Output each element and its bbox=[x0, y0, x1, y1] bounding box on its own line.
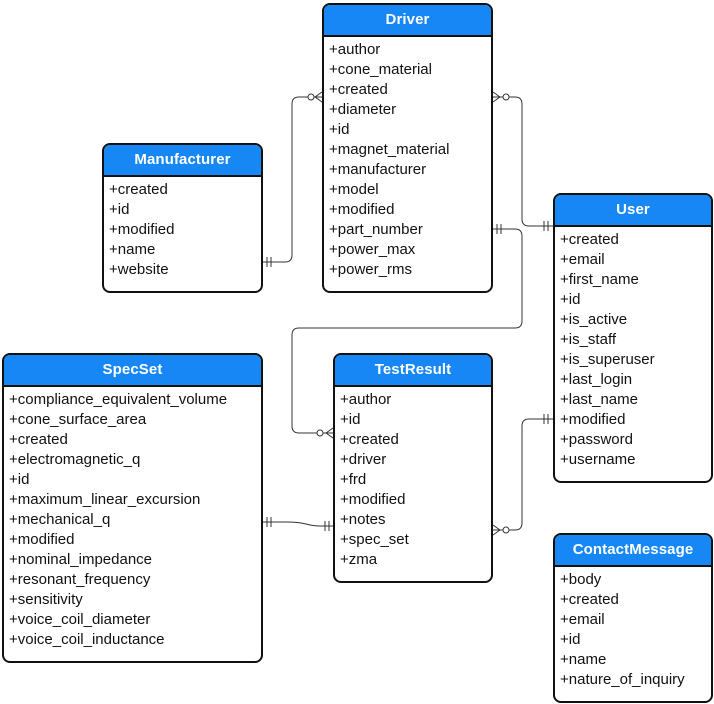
entity-specset[interactable]: SpecSet +compliance_equivalent_volume +c… bbox=[2, 353, 263, 663]
attribute: +is_superuser bbox=[560, 351, 655, 368]
attribute: +first_name bbox=[560, 271, 639, 288]
connector-user-testresult bbox=[492, 414, 553, 536]
connector-driver-testresult bbox=[291, 224, 523, 439]
attribute: +cone_material bbox=[329, 61, 432, 78]
connector-specset-testresult bbox=[263, 517, 333, 531]
attribute: +is_staff bbox=[560, 331, 617, 348]
attribute: +id bbox=[109, 201, 130, 218]
attribute: +created bbox=[340, 431, 399, 448]
attribute: +created bbox=[560, 231, 619, 248]
attribute-list: +author +id +created +driver +frd +modif… bbox=[335, 387, 491, 570]
entity-driver[interactable]: Driver +author +cone_material +created +… bbox=[322, 3, 493, 293]
attribute: +password bbox=[560, 431, 633, 448]
attribute: +modified bbox=[9, 531, 75, 548]
attribute-list: +created +email +first_name +id +is_acti… bbox=[555, 227, 711, 470]
attribute: +zma bbox=[340, 551, 378, 568]
entity-title: User bbox=[555, 195, 711, 227]
attribute: +id bbox=[340, 411, 361, 428]
attribute: +last_name bbox=[560, 391, 638, 408]
attribute: +id bbox=[560, 631, 581, 648]
attribute: +magnet_material bbox=[329, 141, 450, 158]
attribute: +compliance_equivalent_volume bbox=[9, 391, 228, 408]
connector-user-driver bbox=[492, 91, 553, 231]
attribute: +body bbox=[560, 571, 602, 588]
attribute: +name bbox=[560, 651, 607, 668]
attribute: +author bbox=[340, 391, 392, 408]
attribute-list: +created +id +modified +name +website bbox=[104, 177, 261, 280]
entity-testresult[interactable]: TestResult +author +id +created +driver … bbox=[333, 353, 493, 583]
attribute: +created bbox=[560, 591, 619, 608]
entity-manufacturer[interactable]: Manufacturer +created +id +modified +nam… bbox=[102, 143, 263, 293]
attribute: +modified bbox=[329, 201, 395, 218]
attribute: +manufacturer bbox=[329, 161, 427, 178]
attribute: +nominal_impedance bbox=[9, 551, 153, 568]
attribute-list: +compliance_equivalent_volume +cone_surf… bbox=[4, 387, 261, 650]
attribute: +cone_surface_area bbox=[9, 411, 147, 428]
attribute: +email bbox=[560, 611, 605, 628]
attribute: +email bbox=[560, 251, 605, 268]
entity-title: TestResult bbox=[335, 355, 491, 387]
attribute: +electromagnetic_q bbox=[9, 451, 141, 468]
entity-title: ContactMessage bbox=[555, 535, 711, 567]
attribute: +created bbox=[9, 431, 68, 448]
attribute: +modified bbox=[560, 411, 626, 428]
attribute: +voice_coil_diameter bbox=[9, 611, 151, 628]
attribute: +created bbox=[109, 181, 168, 198]
attribute: +frd bbox=[340, 471, 367, 488]
attribute: +username bbox=[560, 451, 636, 468]
attribute: +id bbox=[560, 291, 581, 308]
attribute: +id bbox=[329, 121, 350, 138]
entity-title: SpecSet bbox=[4, 355, 261, 387]
attribute: +modified bbox=[340, 491, 406, 508]
attribute: +name bbox=[109, 241, 156, 258]
attribute: +maximum_linear_excursion bbox=[9, 491, 201, 508]
attribute: +sensitivity bbox=[9, 591, 83, 608]
entity-title: Driver bbox=[324, 5, 491, 37]
attribute: +voice_coil_inductance bbox=[9, 631, 165, 648]
entity-user[interactable]: User +created +email +first_name +id +is… bbox=[553, 193, 713, 483]
attribute-list: +body +created +email +id +name +nature_… bbox=[555, 567, 711, 690]
attribute: +author bbox=[329, 41, 381, 58]
attribute: +mechanical_q bbox=[9, 511, 111, 528]
attribute: +spec_set bbox=[340, 531, 409, 548]
attribute: +nature_of_inquiry bbox=[560, 671, 685, 688]
entity-contactmessage[interactable]: ContactMessage +body +created +email +id… bbox=[553, 533, 713, 703]
attribute: +modified bbox=[109, 221, 175, 238]
attribute: +power_rms bbox=[329, 261, 412, 278]
attribute: +part_number bbox=[329, 221, 423, 238]
attribute: +website bbox=[109, 261, 169, 278]
attribute: +created bbox=[329, 81, 388, 98]
attribute: +is_active bbox=[560, 311, 628, 328]
attribute: +power_max bbox=[329, 241, 416, 258]
attribute: +last_login bbox=[560, 371, 633, 388]
attribute-list: +author +cone_material +created +diamete… bbox=[324, 37, 491, 280]
attribute: +diameter bbox=[329, 101, 397, 118]
attribute: +id bbox=[9, 471, 30, 488]
connector-manufacturer-driver bbox=[263, 91, 323, 267]
entity-title: Manufacturer bbox=[104, 145, 261, 177]
attribute: +driver bbox=[340, 451, 387, 468]
attribute: +resonant_frequency bbox=[9, 571, 151, 588]
attribute: +model bbox=[329, 181, 379, 198]
attribute: +notes bbox=[340, 511, 386, 528]
